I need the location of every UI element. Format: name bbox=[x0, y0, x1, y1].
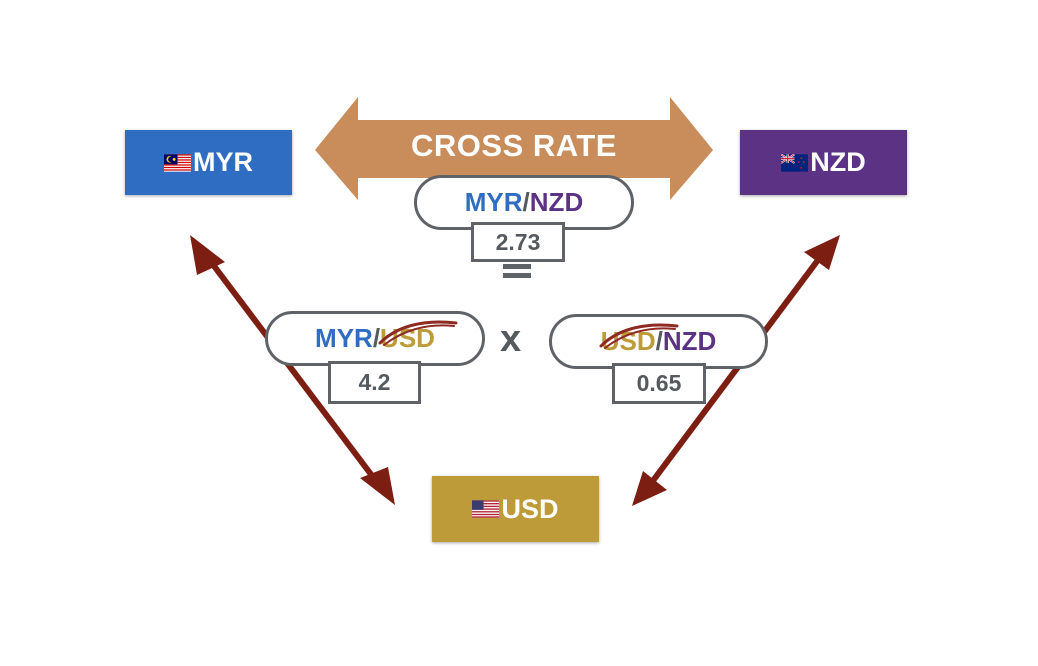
myr-usd-base: MYR bbox=[315, 323, 373, 353]
malaysia-flag-icon bbox=[164, 153, 191, 172]
myr-usd-value: 4.2 bbox=[328, 361, 421, 404]
cross-rate-value: 2.73 bbox=[471, 222, 565, 262]
cross-rate-value-text: 2.73 bbox=[495, 228, 541, 255]
myr-usd-slash: / bbox=[372, 323, 381, 353]
equals-sign bbox=[503, 264, 531, 282]
usd-nzd-slash: / bbox=[655, 326, 663, 356]
myr-usd-arrow bbox=[208, 260, 379, 483]
usd-nzd-base-struck: USD bbox=[599, 323, 679, 357]
usd-nzd-value: 0.65 bbox=[612, 363, 706, 404]
cross-rate-label: CROSS RATE bbox=[411, 128, 617, 163]
myr-box: MYR bbox=[125, 130, 292, 195]
usd-box: USD bbox=[432, 476, 599, 542]
nzd-label: NZD bbox=[810, 147, 866, 177]
nzd-usd-arrowhead-top bbox=[804, 235, 840, 270]
myr-usd-arrowhead-top bbox=[190, 235, 225, 275]
usd-nzd-pill: USD/NZD bbox=[549, 314, 768, 369]
myr-usd-value-text: 4.2 bbox=[358, 369, 391, 395]
nzd-box: NZD bbox=[740, 130, 907, 195]
nzd-usd-arrow bbox=[649, 258, 821, 484]
new-zealand-flag-icon bbox=[781, 153, 809, 172]
strike-mark bbox=[599, 323, 679, 349]
cross-pair-base: MYR bbox=[464, 187, 523, 217]
myr-label: MYR bbox=[193, 147, 253, 177]
cross-pair-quote: NZD bbox=[529, 187, 584, 217]
strike-mark bbox=[378, 320, 458, 346]
multiply-sign: x bbox=[500, 318, 522, 360]
myr-usd-pill: MYR/USD bbox=[265, 311, 485, 366]
usd-nzd-value-text: 0.65 bbox=[636, 370, 682, 396]
cross-pair-slash: / bbox=[522, 187, 530, 217]
usd-label: USD bbox=[501, 493, 559, 524]
cross-rate-arrow bbox=[315, 97, 713, 200]
usa-flag-icon bbox=[472, 500, 500, 518]
nzd-usd-arrowhead-bottom bbox=[632, 471, 667, 506]
myr-usd-arrowhead-bottom bbox=[360, 467, 395, 505]
usd-nzd-quote: NZD bbox=[662, 326, 717, 356]
myr-usd-quote-struck: USD bbox=[378, 320, 458, 354]
